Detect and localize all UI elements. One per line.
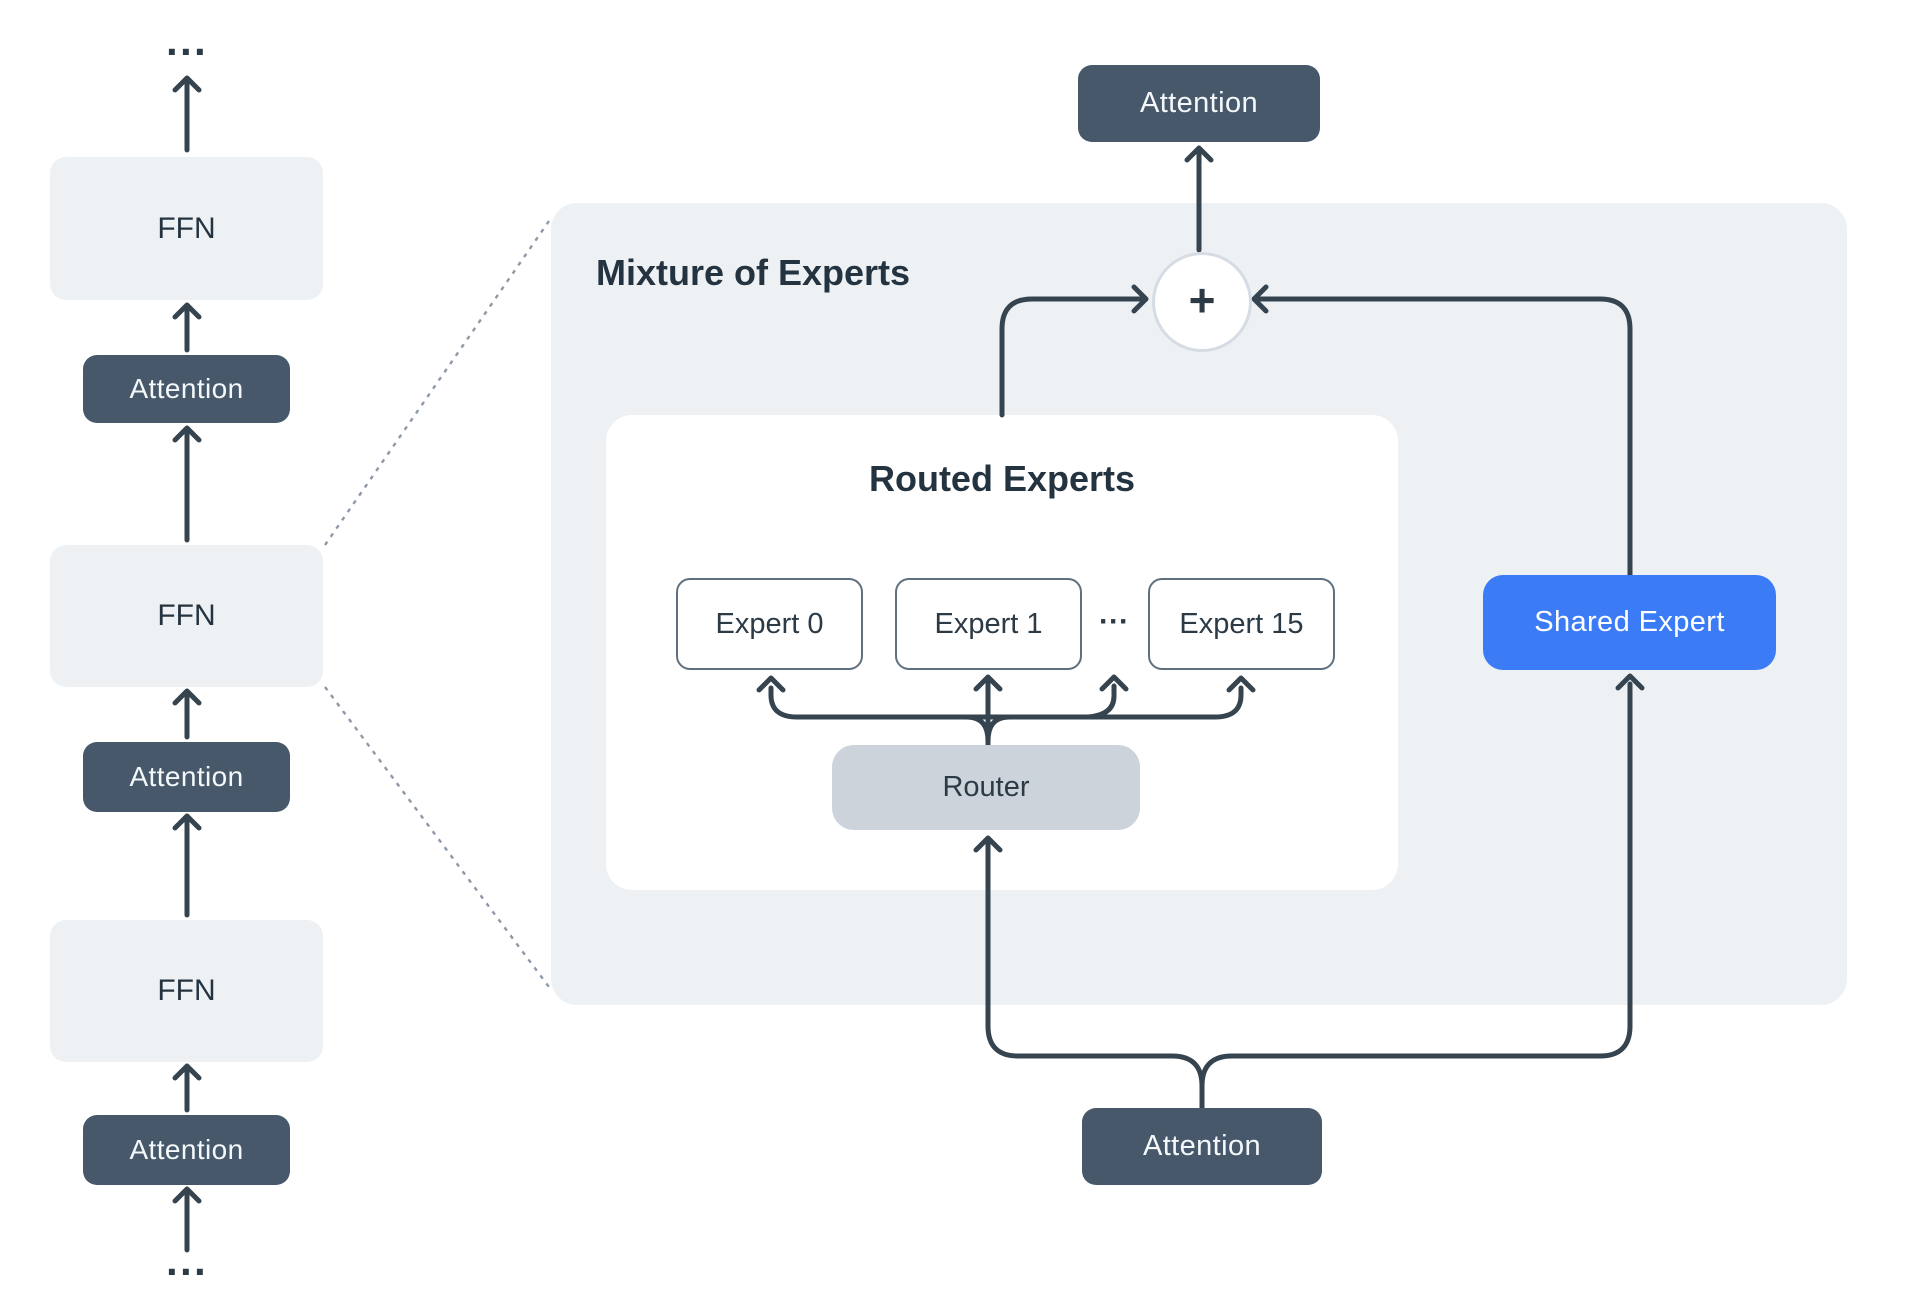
attention-block-1: Attention [83,355,290,423]
arrow-att1-to-ffn1 [172,302,202,353]
expert-0-label: Expert 0 [715,607,824,640]
expert-15-label: Expert 15 [1179,607,1304,640]
dotted-connector-bottom [324,686,550,988]
arrow-ellipsis-to-att3 [172,1186,202,1253]
attention-block-3-label: Attention [129,1134,244,1165]
bottom-attention-box: Attention [1082,1108,1322,1185]
arrow-att3-to-ffn3 [172,1063,202,1113]
attention-block-2: Attention [83,742,290,812]
routed-experts-title: Routed Experts [868,458,1136,499]
expert-15-box: Expert 15 [1148,578,1335,670]
expert-1-label: Expert 1 [934,607,1043,640]
top-attention-label: Attention [1139,87,1259,119]
ffn-block-1: FFN [50,157,323,300]
ellipsis-bottom: ··· [166,1248,208,1295]
dotted-connector-top [324,220,550,546]
sum-node: + [1152,252,1252,352]
ellipsis-top: ··· [166,28,208,75]
router-box: Router [832,745,1140,830]
expert-1-box: Expert 1 [895,578,1082,670]
expert-0-box: Expert 0 [676,578,863,670]
ffn-block-2: FFN [50,545,323,687]
shared-expert-box: Shared Expert [1483,575,1776,670]
ffn-block-3-label: FFN [157,974,216,1007]
experts-ellipsis: ··· [1099,605,1129,638]
arrow-ffn1-to-ellipsis [172,75,202,153]
attention-block-3: Attention [83,1115,290,1185]
ffn-block-1-label: FFN [157,211,216,245]
ffn-block-2-label: FFN [157,599,216,632]
moe-panel-title: Mixture of Experts [596,252,911,293]
ffn-block-3: FFN [50,920,323,1062]
bottom-attention-label: Attention [1142,1130,1262,1162]
arrow-att2-to-ffn2 [172,688,202,740]
top-attention-box: Attention [1078,65,1320,142]
router-label: Router [942,771,1030,803]
plus-icon: + [1188,274,1216,326]
attention-block-1-label: Attention [129,373,244,404]
arrow-ffn3-to-att2 [172,813,202,918]
shared-expert-label: Shared Expert [1534,606,1725,638]
attention-block-2-label: Attention [129,761,244,792]
arrow-ffn2-to-att1 [172,425,202,543]
